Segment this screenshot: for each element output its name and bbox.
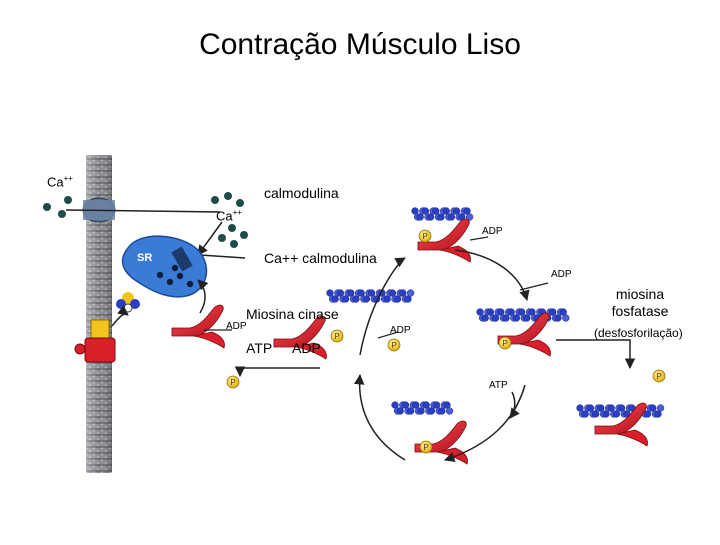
svg-text:P: P: [422, 232, 427, 241]
adp-label-center: ADP: [390, 325, 411, 336]
actin-filament: [476, 308, 570, 322]
atp-label-left: ATP: [246, 340, 273, 356]
phosphate-icon: P: [498, 336, 512, 350]
adp-label-right: ADP: [551, 269, 572, 280]
atp-label-bottom: ATP: [489, 380, 508, 391]
receptor-to-messenger-arrow: [111, 305, 129, 327]
adp-release-arrow-right: [519, 282, 549, 291]
calmodulin-label: calmodulina: [264, 185, 339, 201]
myosin-heads: [171, 218, 648, 465]
calcium-influx-arrow: [65, 209, 221, 213]
phosphatase-arrow: [556, 339, 636, 370]
myosin-head: [594, 402, 648, 447]
svg-text:P: P: [502, 339, 507, 348]
phosphate-icon: P: [652, 369, 666, 383]
calcium-inside-label: Ca++: [216, 208, 242, 224]
adp-label-top: ADP: [482, 226, 503, 237]
calcium-outside-label: Ca++: [47, 174, 73, 190]
adp-label-left: ADP: [226, 321, 247, 332]
adp-label-left-large: ADP: [292, 340, 321, 356]
diagram-title: Contração Músculo Liso: [199, 28, 521, 61]
myosin-head: [273, 315, 327, 360]
svg-text:P: P: [656, 372, 661, 381]
calcium-ions-inside: [211, 192, 248, 248]
myosin-head: [417, 218, 471, 263]
svg-text:P: P: [334, 332, 339, 341]
svg-text:P: P: [230, 378, 235, 387]
actin-filament: [411, 207, 474, 221]
cross-bridge-cycle-arrows: [353, 249, 530, 462]
phosphate-icon: P: [330, 329, 344, 343]
second-messenger: [116, 292, 140, 313]
membrane-receptor: [74, 319, 116, 363]
svg-text:P: P: [423, 443, 428, 452]
sarcoplasmic-reticulum: [121, 235, 208, 298]
myosin-head: [171, 304, 225, 349]
sr-label: SR: [137, 252, 153, 264]
adp-release-arrow-center: [377, 331, 399, 339]
phosphate-icon: P: [418, 229, 432, 243]
phosphate-icon: P: [387, 338, 401, 352]
actin-filament: [391, 401, 454, 415]
svg-text:P: P: [391, 341, 396, 350]
kinase-phosphorylation-arrow: [234, 366, 320, 378]
sr-release-arrow: [197, 279, 209, 314]
actin-filament: [326, 289, 415, 303]
calmodulin-arrow: [199, 254, 246, 259]
calcium-ions-outside: [43, 196, 72, 218]
actin-filament: [576, 404, 665, 418]
myosin-head: [497, 312, 551, 357]
phosphatase-label-line1: miosina: [615, 286, 665, 302]
calcium-calmodulin-label: Ca++ calmodulina: [264, 250, 377, 266]
phosphate-icon: P: [226, 375, 240, 389]
dephosphorylation-label: (desfosforilação): [594, 326, 683, 340]
phosphatase-label-line2: fosfatase: [611, 303, 669, 319]
calcium-binding-arrow: [197, 221, 223, 256]
phosphate-icon: P: [419, 440, 433, 454]
adp-release-arrow-top: [469, 236, 489, 241]
myosin-kinase-label: Miosina cinase: [246, 306, 339, 322]
actin-filaments: [326, 207, 665, 418]
cell-membrane: [86, 155, 112, 473]
phosphate-markers: P P P P P P P: [226, 229, 666, 454]
